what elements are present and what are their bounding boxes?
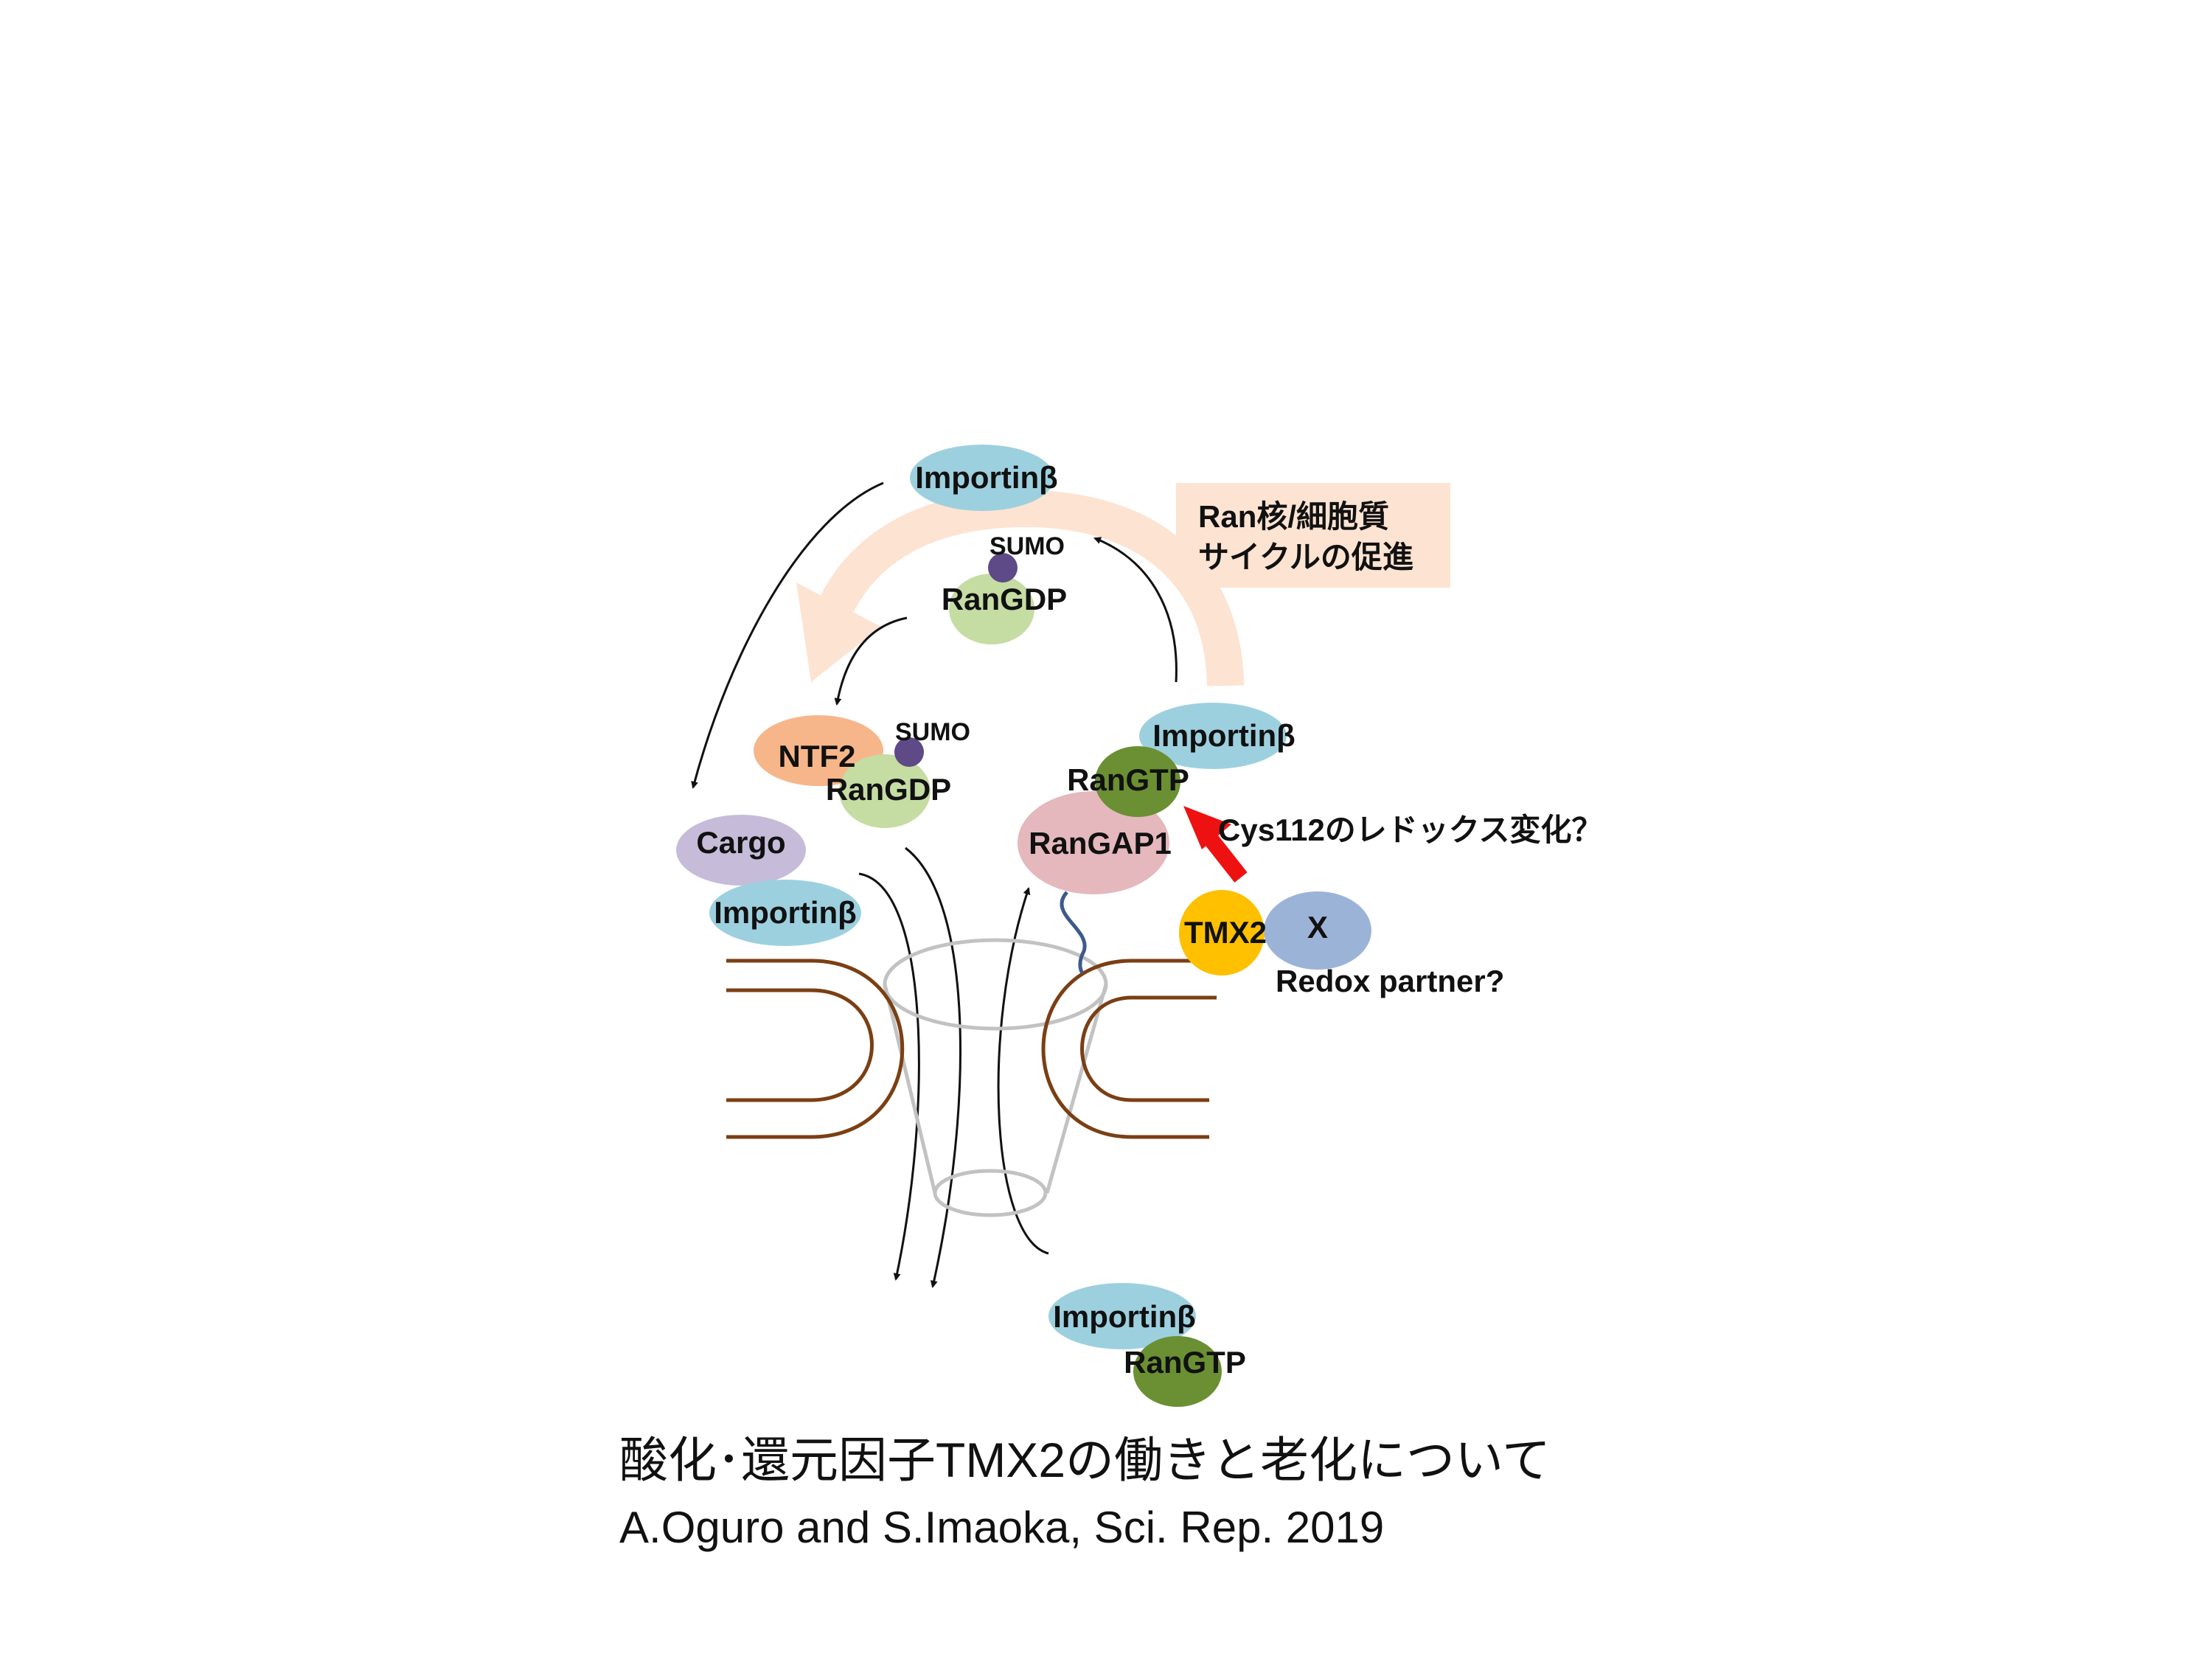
pore-bottom-ring xyxy=(933,1169,1048,1217)
membrane-left-outer xyxy=(726,959,905,1139)
cys112-label: Cys112のレドックス変化？ xyxy=(1218,813,1603,847)
cargo xyxy=(676,815,806,886)
rangtp-right xyxy=(1095,746,1180,817)
rangap1 xyxy=(1018,791,1169,894)
importin-beta-top-label: Importinβ xyxy=(915,460,1058,495)
pore-left-wall xyxy=(883,984,937,1194)
sumo-top-label: SUMO xyxy=(990,532,1065,560)
ntf2-label: NTF2 xyxy=(779,739,856,773)
flow-arrow-ran-into-nucleus xyxy=(905,846,961,1288)
tmx2 xyxy=(1179,890,1265,975)
rangdp-top-label: RanGDP xyxy=(942,582,1067,616)
importin-beta-top xyxy=(910,445,1054,511)
importin-beta-cargo-label: Importinβ xyxy=(714,895,857,930)
importin-beta-cargo xyxy=(709,880,861,946)
x-label: X xyxy=(1307,910,1328,945)
callout-box xyxy=(1176,483,1450,588)
rangap1-linker xyxy=(1060,891,1087,975)
caption-citation: A.Oguro and S.Imaoka, Sci. Rep. 2019 xyxy=(619,1503,1384,1552)
membrane-left-inner xyxy=(726,988,874,1102)
tmx2-label: TMX2 xyxy=(1184,915,1267,950)
rangtp-bottom-label: RanGTP xyxy=(1124,1345,1246,1380)
pore-right-wall xyxy=(1045,984,1108,1194)
rangtp-right-label: RanGTP xyxy=(1067,762,1189,797)
sumo-mid xyxy=(894,737,924,767)
rangdp-top xyxy=(949,574,1034,644)
flow-arrow-export xyxy=(997,887,1049,1255)
flow-arrow-importin-to-cargo xyxy=(691,481,884,789)
flow-arrow-rangdp-to-ntf2 xyxy=(834,616,908,706)
flow-arrow-importin-release xyxy=(1093,537,1178,683)
cycle-arrow xyxy=(816,490,1244,686)
callout-line1: Ran核/細胞質 xyxy=(1198,499,1389,534)
flow-arrow-cargo-into-nucleus xyxy=(858,872,920,1281)
importin-beta-right xyxy=(1139,703,1287,769)
rangtp-bottom xyxy=(1133,1336,1222,1407)
red-arrow-head xyxy=(1183,806,1231,849)
importin-beta-right-label: Importinβ xyxy=(1152,718,1295,753)
redox-partner-label: Redox partner? xyxy=(1276,964,1504,998)
pore-top-ring xyxy=(883,938,1108,1031)
membrane-right-outer xyxy=(1041,959,1217,1139)
sumo-mid-label: SUMO xyxy=(895,718,970,746)
callout-line2: サイクルの促進 xyxy=(1198,540,1413,574)
rangdp-mid xyxy=(839,754,931,828)
rangdp-mid-label: RanGDP xyxy=(826,772,951,807)
caption-title: 酸化･還元因子TMX2の働きと老化について xyxy=(619,1433,1551,1487)
rangap1-label: RanGAP1 xyxy=(1029,826,1172,860)
red-arrow-shaft xyxy=(1201,830,1248,883)
importin-beta-bottom xyxy=(1048,1283,1196,1349)
sumo-top xyxy=(988,553,1018,582)
importin-beta-bottom-label: Importinβ xyxy=(1053,1299,1196,1334)
x-partner xyxy=(1264,891,1371,970)
cargo-label: Cargo xyxy=(696,825,785,860)
membrane-right-inner xyxy=(1080,995,1217,1102)
cycle-arrowhead xyxy=(796,582,881,682)
